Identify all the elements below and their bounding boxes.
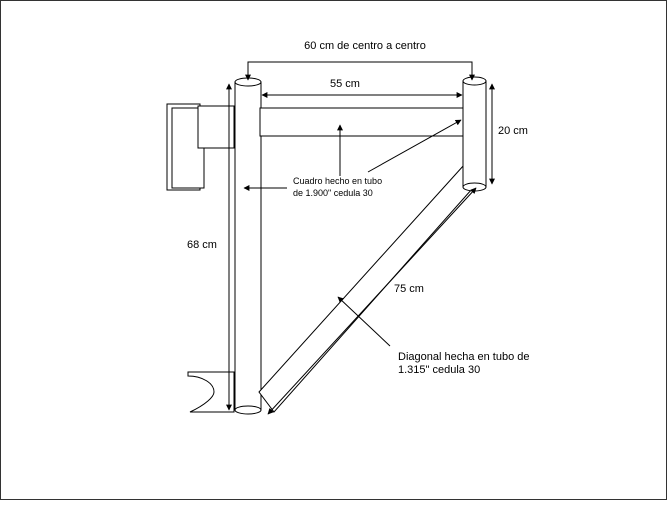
wall-mount-plate xyxy=(166,103,235,191)
label-inner-width: 55 cm xyxy=(330,78,360,90)
left-vertical-tube xyxy=(234,77,262,415)
diagonal-note-leader xyxy=(337,296,391,347)
label-center-distance: 60 cm de centro a centro xyxy=(304,40,426,52)
label-right-height: 20 cm xyxy=(498,125,528,137)
frame-note-leaders xyxy=(243,119,462,191)
diagonal-note-line2: 1.315" cedula 30 xyxy=(398,364,480,376)
dimension-diagonal-length xyxy=(267,187,477,415)
right-vertical-tube xyxy=(462,76,487,192)
frame-note-line2: de 1.900" cedula 30 xyxy=(293,188,373,198)
dimension-center-distance xyxy=(245,61,475,81)
label-left-height: 68 cm xyxy=(187,239,217,251)
bottom-clamp xyxy=(187,371,235,413)
label-diagonal-length: 75 cm xyxy=(394,283,424,295)
diagonal-note-line1: Diagonal hecha en tubo de xyxy=(398,351,530,363)
horizontal-top-tube xyxy=(259,107,464,137)
frame-note-line1: Cuadro hecho en tubo xyxy=(293,176,382,186)
